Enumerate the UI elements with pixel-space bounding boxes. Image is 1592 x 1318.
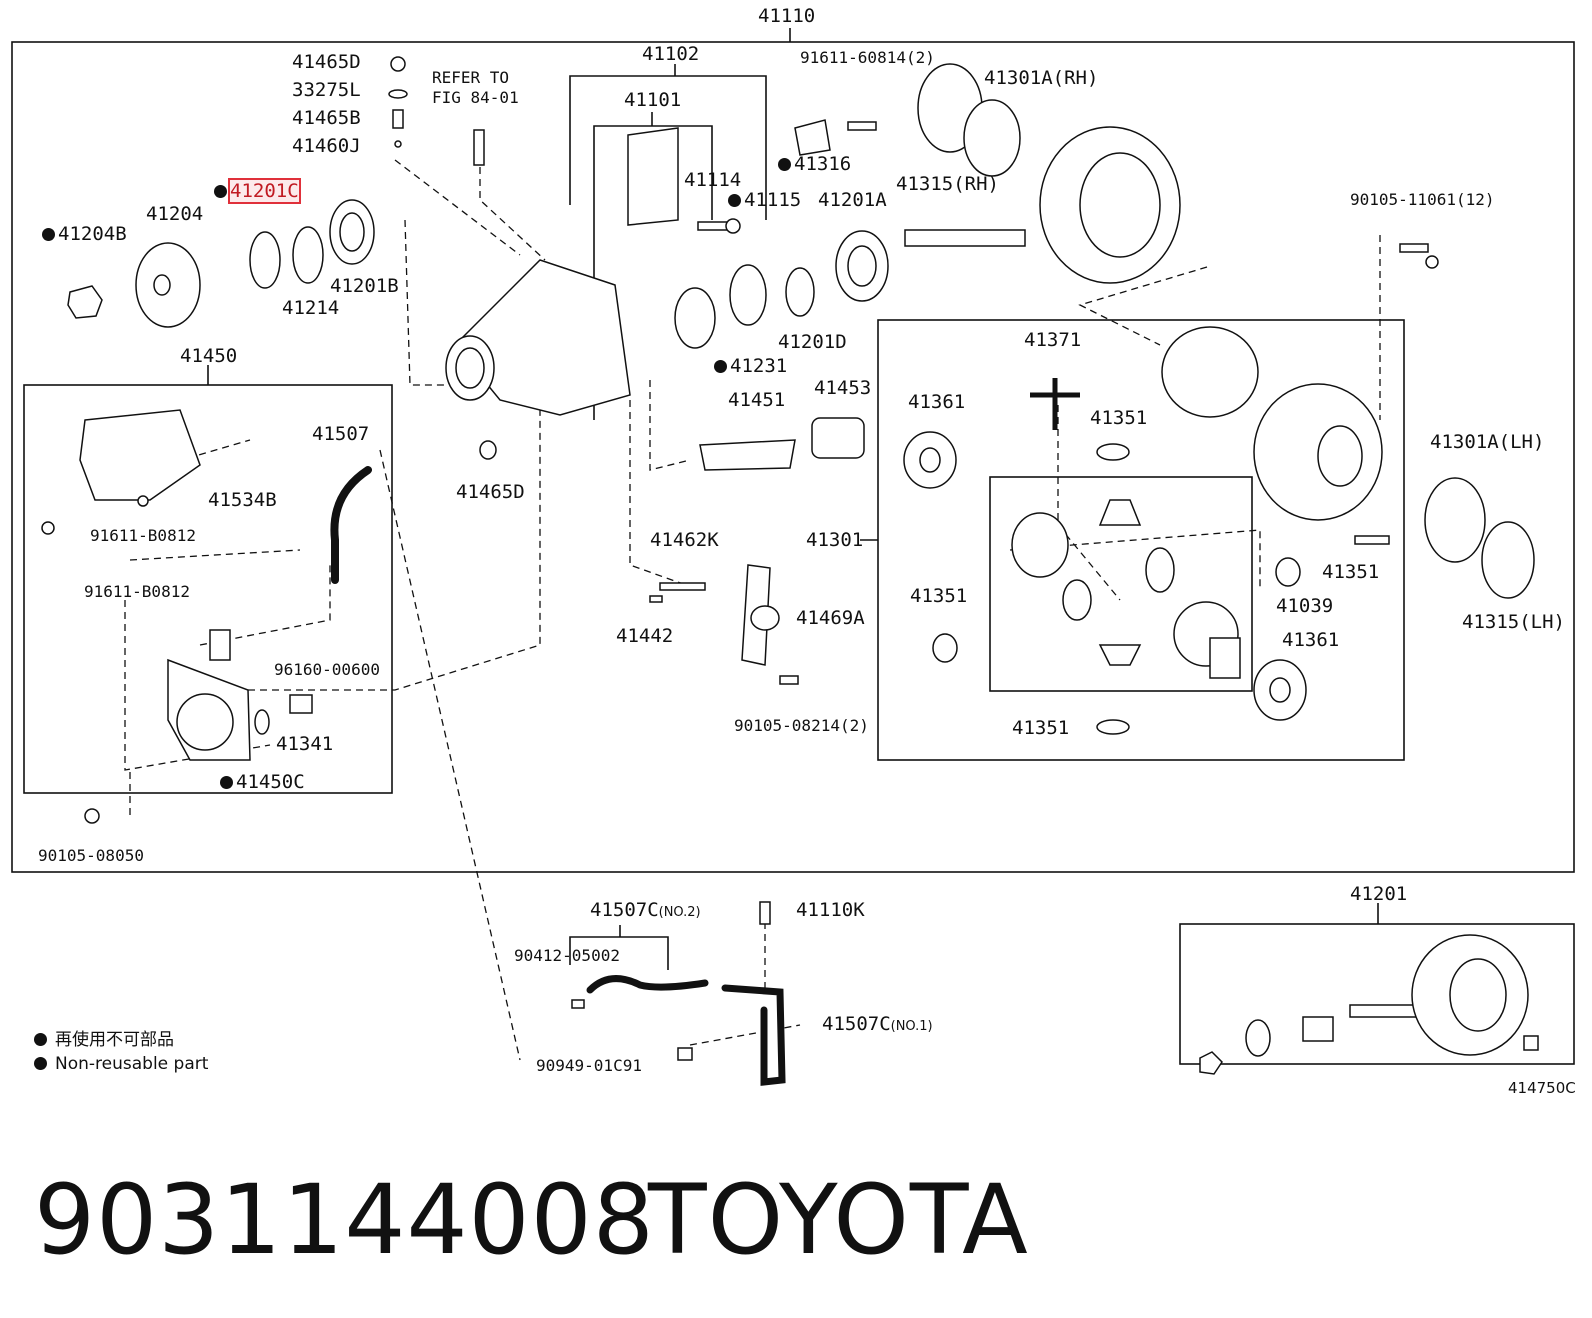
callout-41450c-text: 41450C [236,771,305,793]
callout-90105-11061[interactable]: 90105-11061(12) [1350,190,1495,209]
callout-41351-c[interactable]: 41351 [910,585,968,607]
callout-90949-01c91[interactable]: 90949-01C91 [536,1056,642,1075]
callout-41507c-no2[interactable]: 41507C(NO.2) [590,900,701,923]
assembly-frame-41110 [11,41,1575,873]
subframe-41201-kit [1179,923,1575,1065]
legend-non-reusable-cn: 再使用不可部品 [34,1028,174,1052]
callout-91611-60814[interactable]: 91611-60814(2) [800,48,935,67]
figure-code: 414750C [1508,1079,1576,1097]
callout-41204b-text: 41204B [58,223,127,245]
callout-41465d-b[interactable]: 41465D [456,481,525,503]
legend-dot-icon [34,1033,47,1046]
callout-41507c-no1-suffix: (NO.1) [890,1019,933,1034]
callout-41371[interactable]: 41371 [1024,329,1082,351]
callout-41462k[interactable]: 41462K [650,529,719,551]
callout-41507[interactable]: 41507 [312,423,370,445]
refer-note-line2: FIG 84-01 [432,88,519,107]
callout-41460j[interactable]: 41460J [292,135,361,157]
callout-41315-rh[interactable]: 41315(RH) [896,173,999,195]
subframe-41039 [989,476,1253,692]
callout-41534b[interactable]: 41534B [208,489,277,511]
non-reusable-dot-icon [778,158,791,171]
callout-96160-00600[interactable]: 96160-00600 [274,660,380,679]
callout-41361-b[interactable]: 41361 [1282,629,1340,651]
callout-41316-text: 41316 [794,153,852,175]
callout-90412-05002[interactable]: 90412-05002 [514,946,620,965]
callout-41115-text: 41115 [744,189,802,211]
legend-non-reusable-en: Non-reusable part [34,1052,208,1076]
callout-41507c-no2-text: 41507C [590,899,659,921]
brand-caption: TOYOTA [648,1164,1029,1276]
non-reusable-dot-icon [728,194,741,207]
callout-41201c-text: 41201C [228,178,301,204]
callout-41351-a[interactable]: 41351 [1090,407,1148,429]
callout-41453[interactable]: 41453 [814,377,872,399]
non-reusable-dot-icon [714,360,727,373]
callout-41315-lh[interactable]: 41315(LH) [1462,611,1565,633]
callout-90105-08214[interactable]: 90105-08214(2) [734,716,869,735]
non-reusable-dot-icon [214,185,227,198]
callout-41301a-lh[interactable]: 41301A(LH) [1430,431,1545,453]
callout-41351-d[interactable]: 41351 [1012,717,1070,739]
callout-41201b[interactable]: 41201B [330,275,399,297]
callout-41102[interactable]: 41102 [642,43,700,65]
callout-91611-b0812-a[interactable]: 91611-B0812 [90,526,196,545]
refer-note[interactable]: REFER TO FIG 84-01 [432,68,519,108]
callout-41114[interactable]: 41114 [684,169,742,191]
callout-91611-b0812-b[interactable]: 91611-B0812 [84,582,190,601]
callout-41316[interactable]: 41316 [778,154,851,174]
refer-note-line1: REFER TO [432,68,510,87]
non-reusable-dot-icon [220,776,233,789]
callout-41201[interactable]: 41201 [1350,883,1408,905]
callout-41231-text: 41231 [730,355,788,377]
callout-41465b[interactable]: 41465B [292,107,361,129]
callout-33275l[interactable]: 33275L [292,79,361,101]
callout-90105-08050[interactable]: 90105-08050 [38,846,144,865]
callout-41115[interactable]: 41115 [728,190,801,210]
callout-41507c-no1[interactable]: 41507C(NO.1) [822,1014,933,1037]
non-reusable-dot-icon [42,228,55,241]
callout-41214[interactable]: 41214 [282,297,340,319]
callout-41469a[interactable]: 41469A [796,607,865,629]
callout-41341[interactable]: 41341 [276,733,334,755]
legend-en-text: Non-reusable part [55,1054,209,1074]
callout-41039[interactable]: 41039 [1276,595,1334,617]
callout-41204b[interactable]: 41204B [42,224,127,244]
legend-dot-icon [34,1057,47,1070]
callout-41301[interactable]: 41301 [806,529,864,551]
callout-41204[interactable]: 41204 [146,203,204,225]
diagram-frame-label: 41110 [758,5,816,27]
callout-41361-a[interactable]: 41361 [908,391,966,413]
callout-41450[interactable]: 41450 [180,345,238,367]
callout-41351-b[interactable]: 41351 [1322,561,1380,583]
callout-41201a[interactable]: 41201A [818,189,887,211]
callout-41110k[interactable]: 41110K [796,899,865,921]
callout-41201d[interactable]: 41201D [778,331,847,353]
callout-41101[interactable]: 41101 [624,89,682,111]
callout-41301a-rh[interactable]: 41301A(RH) [984,67,1099,89]
part-number-caption: 9031144008 [34,1164,655,1276]
callout-41507c-no1-text: 41507C [822,1013,891,1035]
callout-41507c-no2-suffix: (NO.2) [658,905,701,920]
legend-cn-text: 再使用不可部品 [55,1030,174,1050]
callout-41465d-top[interactable]: 41465D [292,51,361,73]
callout-41451[interactable]: 41451 [728,389,786,411]
callout-41201c[interactable]: 41201C [214,178,301,204]
callout-41450c[interactable]: 41450C [220,772,305,792]
callout-41442[interactable]: 41442 [616,625,674,647]
callout-41231[interactable]: 41231 [714,356,787,376]
